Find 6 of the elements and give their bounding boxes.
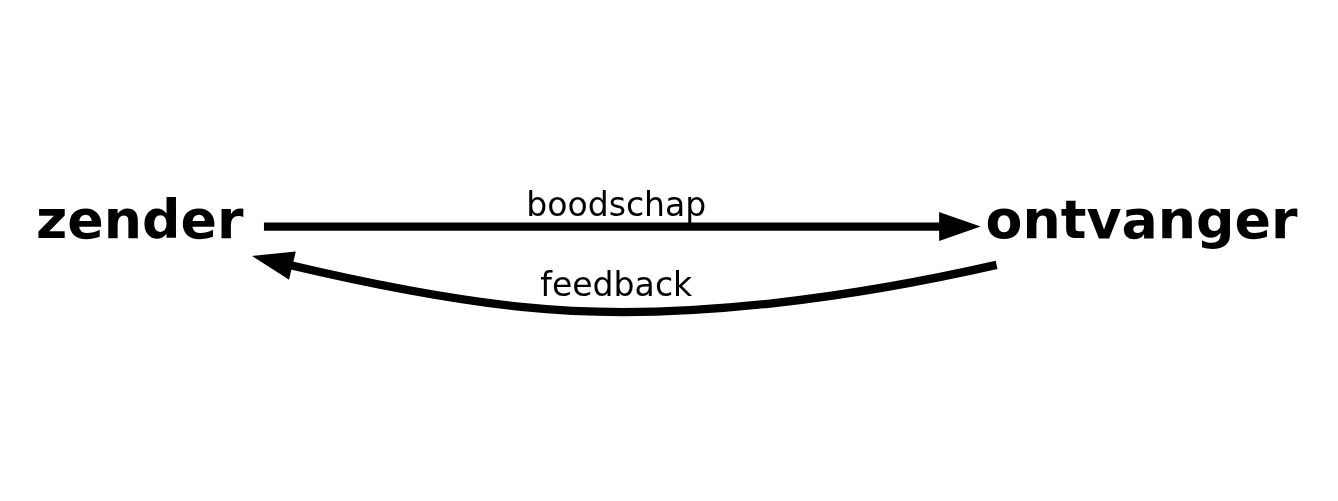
edge-label: boodschap bbox=[526, 184, 707, 224]
edge-label: feedback bbox=[540, 265, 693, 305]
node-text: zender bbox=[35, 187, 244, 251]
arrow bbox=[263, 212, 981, 242]
node-text: ontvanger bbox=[985, 187, 1298, 251]
arrow bbox=[252, 251, 998, 317]
